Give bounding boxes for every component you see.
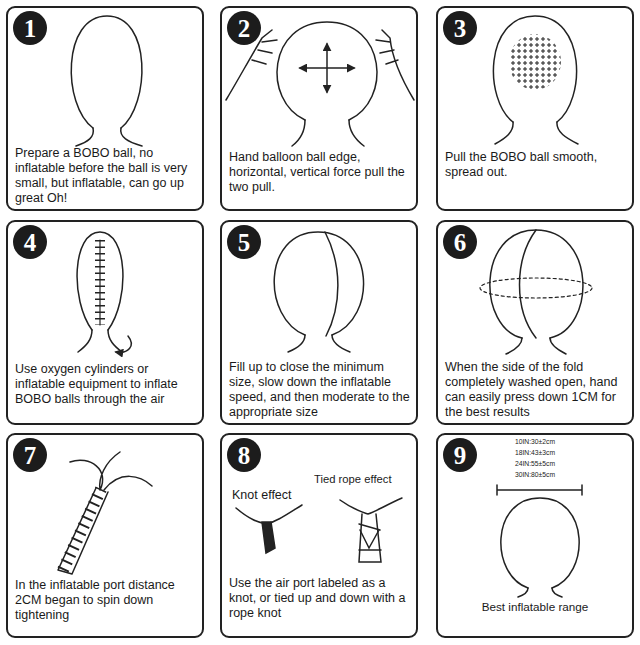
step-panel: 10IN:30±2cm18IN:43±3cm24IN:55±5cm30IN:80… bbox=[436, 433, 634, 638]
step-number-badge: 2 bbox=[227, 11, 261, 45]
step-panel: Use oxygen cylinders or inflatable equip… bbox=[6, 220, 204, 425]
rope-tie-illustration bbox=[340, 498, 402, 562]
step-panel: Fill up to close the minimum size, slow … bbox=[220, 220, 418, 425]
step-number-badge: 1 bbox=[13, 11, 47, 45]
step-panel: Hand balloon ball edge, horizontal, vert… bbox=[220, 6, 418, 211]
step-number: 1 bbox=[24, 16, 37, 41]
step-caption: Hand balloon ball edge, horizontal, vert… bbox=[229, 150, 413, 195]
step-number-badge: 5 bbox=[227, 225, 261, 259]
step-number: 9 bbox=[454, 443, 467, 468]
step-number: 3 bbox=[454, 16, 467, 41]
step-panel: Prepare a BOBO ball, no inflatable befor… bbox=[6, 6, 204, 211]
step-number-badge: 8 bbox=[227, 438, 261, 472]
step-panel: Pull the BOBO ball smooth, spread out. 3 bbox=[436, 6, 634, 211]
inflating-balloon bbox=[274, 232, 363, 352]
twisted-neck bbox=[58, 452, 152, 574]
step-caption: Prepare a BOBO ball, no inflatable befor… bbox=[15, 146, 199, 206]
step-caption: Use the air port labeled as a knot, or t… bbox=[229, 576, 413, 621]
step-caption: In the inflatable port distance 2CM bega… bbox=[15, 578, 199, 623]
step-number-badge: 7 bbox=[13, 438, 47, 472]
smoothed-balloon bbox=[493, 16, 578, 144]
effect-label: Tied rope effect bbox=[314, 473, 416, 487]
step-caption: Use oxygen cylinders or inflatable equip… bbox=[15, 362, 199, 407]
step-number: 8 bbox=[238, 443, 251, 468]
step-number: 6 bbox=[454, 230, 467, 255]
step-number: 5 bbox=[238, 230, 251, 255]
deflated-balloon bbox=[71, 16, 142, 146]
step-number: 2 bbox=[238, 16, 251, 41]
step-caption: Fill up to close the minimum size, slow … bbox=[229, 360, 413, 420]
step-number-badge: 4 bbox=[13, 225, 47, 259]
step-panel: Knot effectTied rope effectUse the air p… bbox=[220, 433, 418, 638]
step-caption: When the side of the fold completely was… bbox=[445, 360, 629, 420]
full-balloon bbox=[480, 230, 592, 354]
size-label: 30IN:80±5cm bbox=[438, 471, 632, 479]
step-number-badge: 9 bbox=[443, 438, 477, 472]
step-panel: When the side of the fold completely was… bbox=[436, 220, 634, 425]
step-caption: Pull the BOBO ball smooth, spread out. bbox=[445, 150, 629, 180]
size-balloon bbox=[497, 485, 582, 597]
step-number: 7 bbox=[24, 443, 37, 468]
range-label: Best inflatable range bbox=[438, 600, 632, 614]
folded-balloon bbox=[77, 232, 131, 352]
knot-illustration bbox=[236, 505, 302, 553]
step-number-badge: 3 bbox=[443, 11, 477, 45]
effect-label: Knot effect bbox=[232, 488, 312, 503]
step-number: 4 bbox=[24, 230, 37, 255]
step-number-badge: 6 bbox=[443, 225, 477, 259]
step-panel: In the inflatable port distance 2CM bega… bbox=[6, 433, 204, 638]
